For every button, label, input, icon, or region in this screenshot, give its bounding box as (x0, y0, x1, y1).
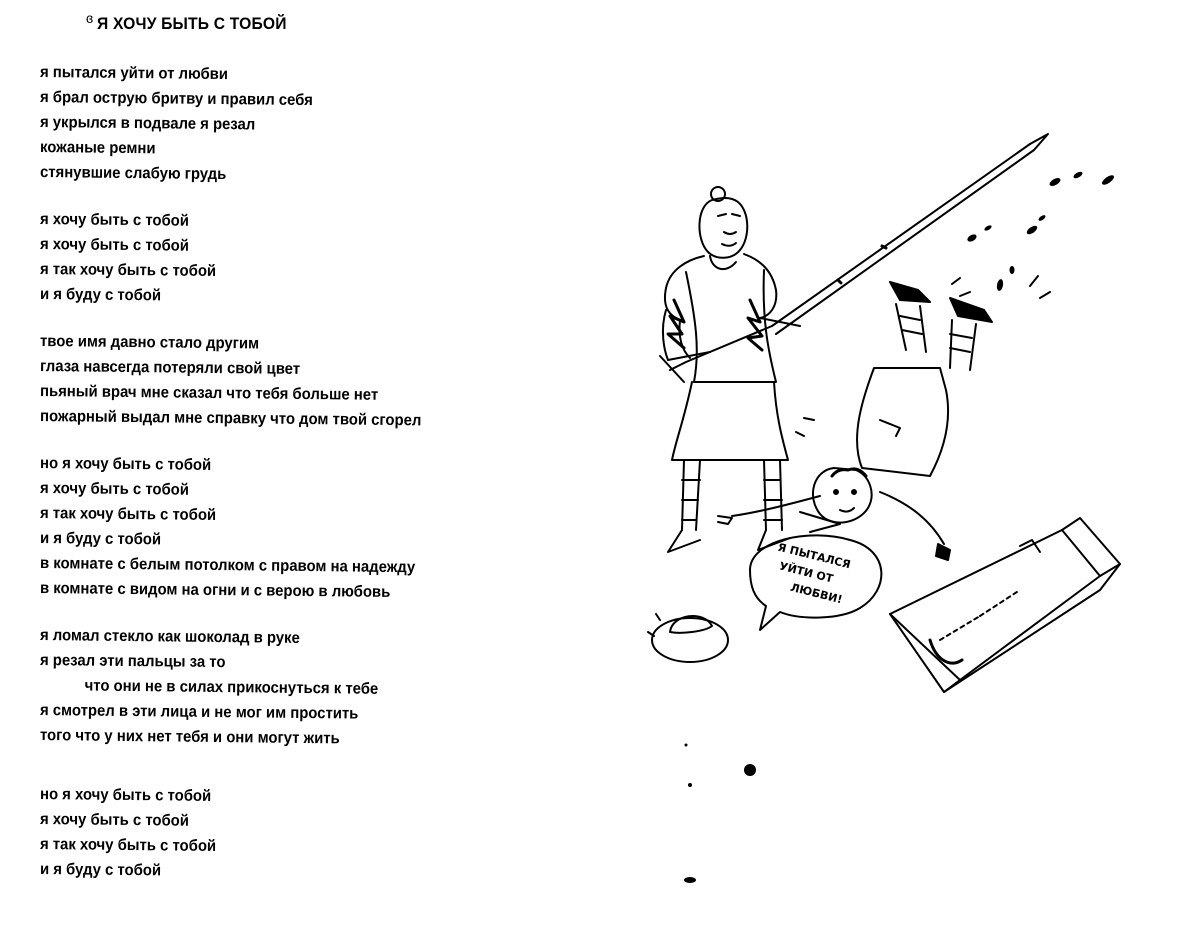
fallen-man-icon (717, 281, 993, 561)
title-row: ɞ Я ХОЧУ БЫТЬ С ТОБОЙ (86, 10, 303, 34)
poem-line: в комнате с видом на огни и с верою в лю… (39, 580, 391, 601)
stanza: я ломал стекло как шоколад в руке я реза… (40, 623, 510, 748)
poem-line: пожарный выдал мне справку что дом твой … (39, 408, 422, 430)
poem-line: и я буду с тобой (39, 861, 162, 880)
stanza: твое имя давно стало другим глаза навсег… (40, 329, 510, 429)
suitcase-icon (799, 511, 1121, 693)
stanza: но я хочу быть с тобой я хочу быть с тоб… (40, 782, 510, 882)
woman-with-sword-icon (659, 133, 1049, 553)
blood-drops-icon (684, 171, 1114, 883)
stanza: я пытался уйти от любви я брал острую бр… (40, 60, 510, 185)
speech-line: ЛЮБВИ! (789, 581, 844, 606)
speech-bubble (749, 534, 883, 631)
poem-line: того что у них нет тебя и они могут жить (39, 727, 340, 748)
speech-bubble-text: Я ПЫТАЛСЯ УЙТИ ОТ ЛЮБВИ! (776, 541, 852, 607)
title-mark: ɞ (86, 10, 94, 26)
poem-line: стянувшие слабую грудь (39, 164, 227, 184)
hat-icon (647, 613, 729, 663)
poem-body: я пытался уйти от любви я брал острую бр… (40, 60, 510, 904)
stanza: но я хочу быть с тобой я хочу быть с тоб… (40, 451, 510, 601)
poem-title: Я ХОЧУ БЫТЬ С ТОБОЙ (97, 14, 287, 33)
motion-lines-icon (795, 275, 1051, 437)
poem-line: и я буду с тобой (39, 286, 162, 305)
illustration: Я ПЫТАЛСЯ УЙТИ ОТ ЛЮБВИ! (647, 133, 1121, 883)
stanza: я хочу быть с тобой я хочу быть с тобой … (40, 207, 510, 307)
